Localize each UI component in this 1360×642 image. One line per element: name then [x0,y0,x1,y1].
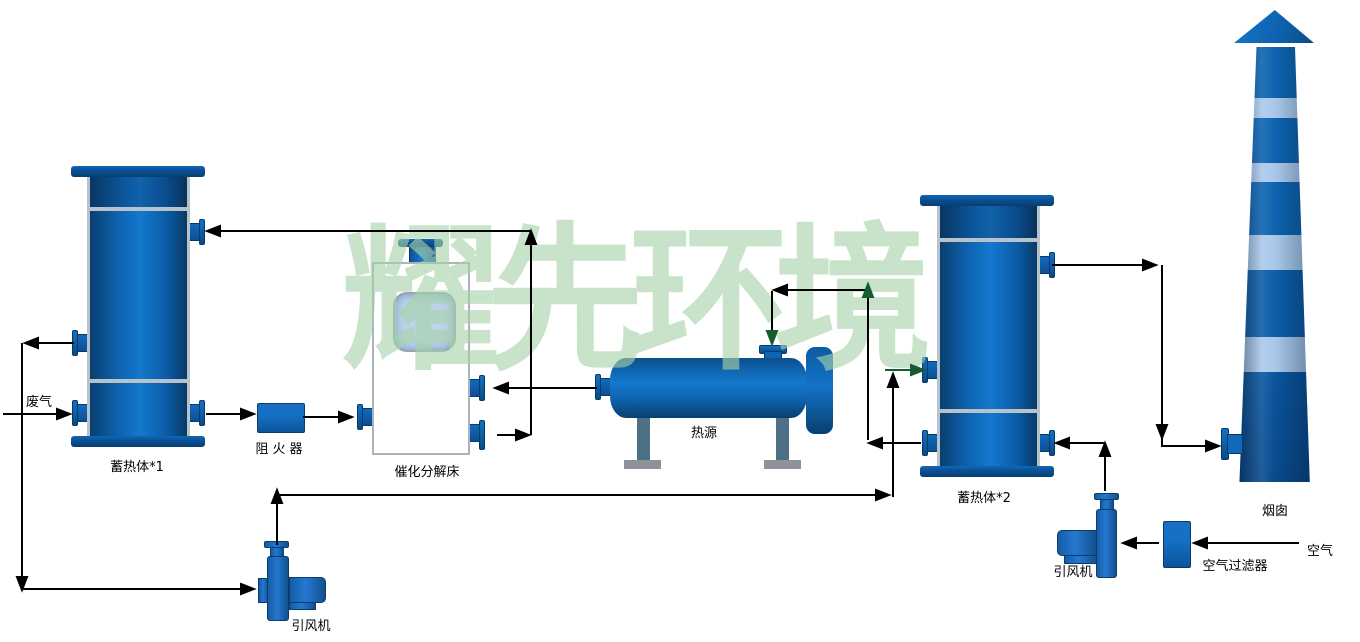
chimney-body [1239,47,1310,482]
label-regenerator-2: 蓄热体*2 [957,491,1011,506]
regenerator-1-bottom-flange [71,436,205,447]
fan-left-duct-base [289,602,316,610]
heat-source-leg-left [637,416,650,462]
heat-source-leg-right [776,416,789,462]
watermark-text: 耀先环境 [342,209,932,393]
label-fan-left: 引风机 [291,619,331,634]
pipe-regen1-to-arrester [206,407,257,421]
catalytic-bed-nozzle-lower-right [470,420,485,450]
heat-source-end-disc [806,347,833,434]
chimney-cap [1234,10,1314,43]
heat-source-foot-left [624,460,661,469]
regenerator-2-divider-upper [940,238,1037,242]
pipe-fanright-to-regen2 [1053,436,1112,491]
catalytic-bed-body [372,262,470,455]
regenerator-2-top-flange [920,195,1054,206]
regenerator-2-body [937,205,1040,467]
label-regenerator-1: 蓄热体*1 [110,460,164,475]
regenerator-2-divider-lower [940,409,1037,413]
regenerator-1-body [87,176,190,437]
air-filter [1163,521,1191,568]
label-catalytic-bed: 催化分解床 [394,465,460,480]
regenerator-2-nozzle-upper-right [1040,252,1055,278]
label-chimney: 烟囱 [1261,504,1288,519]
fan-right-body [1096,509,1117,578]
regenerator-2-bottom-flange [920,466,1054,477]
flame-arrester [257,403,305,433]
pipe-regen2-to-chimney [1052,258,1222,453]
regenerator-1-nozzle-middle-left [72,330,87,356]
regenerator-1-upper-section [90,176,187,207]
label-fan-right: 引风机 [1053,565,1093,580]
label-air-filter: 空气过滤器 [1202,559,1268,574]
catalytic-bed-top-flange [398,239,443,247]
catalytic-bed-nozzle-middle-right [470,375,485,401]
chimney-nozzle [1227,434,1243,454]
pipe-waste-gas-inlet [3,407,73,421]
fan-left-outlet-duct [289,577,326,603]
regenerator-2-nozzle-lower-right [1040,430,1055,456]
fan-left-body [267,556,289,621]
regenerator-2-nozzle-lower-left [922,430,937,456]
regenerator-1-divider-upper [90,207,187,211]
regenerator-1-nozzle-upper-right [190,219,205,245]
label-flame-arrester: 阻火器 [255,442,307,457]
pipe-filter-to-fanright [1120,536,1159,550]
label-heat-source: 热源 [690,426,717,441]
heat-source-body [610,358,807,418]
regenerator-1-divider-lower [90,379,187,383]
catalytic-bed-nozzle-left [357,404,372,430]
regenerator-1-nozzle-lower-left [72,400,87,426]
heat-source-foot-right [764,460,801,469]
pipe-air-inlet [1191,536,1299,550]
regenerator-2-nozzle-middle-left [922,357,937,383]
label-air: 空气 [1307,544,1334,559]
regenerator-1-nozzle-lower-right [190,400,205,426]
regenerator-2-upper-section [940,205,1037,238]
catalytic-bed-window [393,292,456,352]
pipe-arrester-to-bed [303,410,355,424]
label-waste-gas: 废气 [26,395,53,410]
regenerator-1-top-flange [71,166,205,177]
fan-right-inlet-duct [1057,530,1097,556]
